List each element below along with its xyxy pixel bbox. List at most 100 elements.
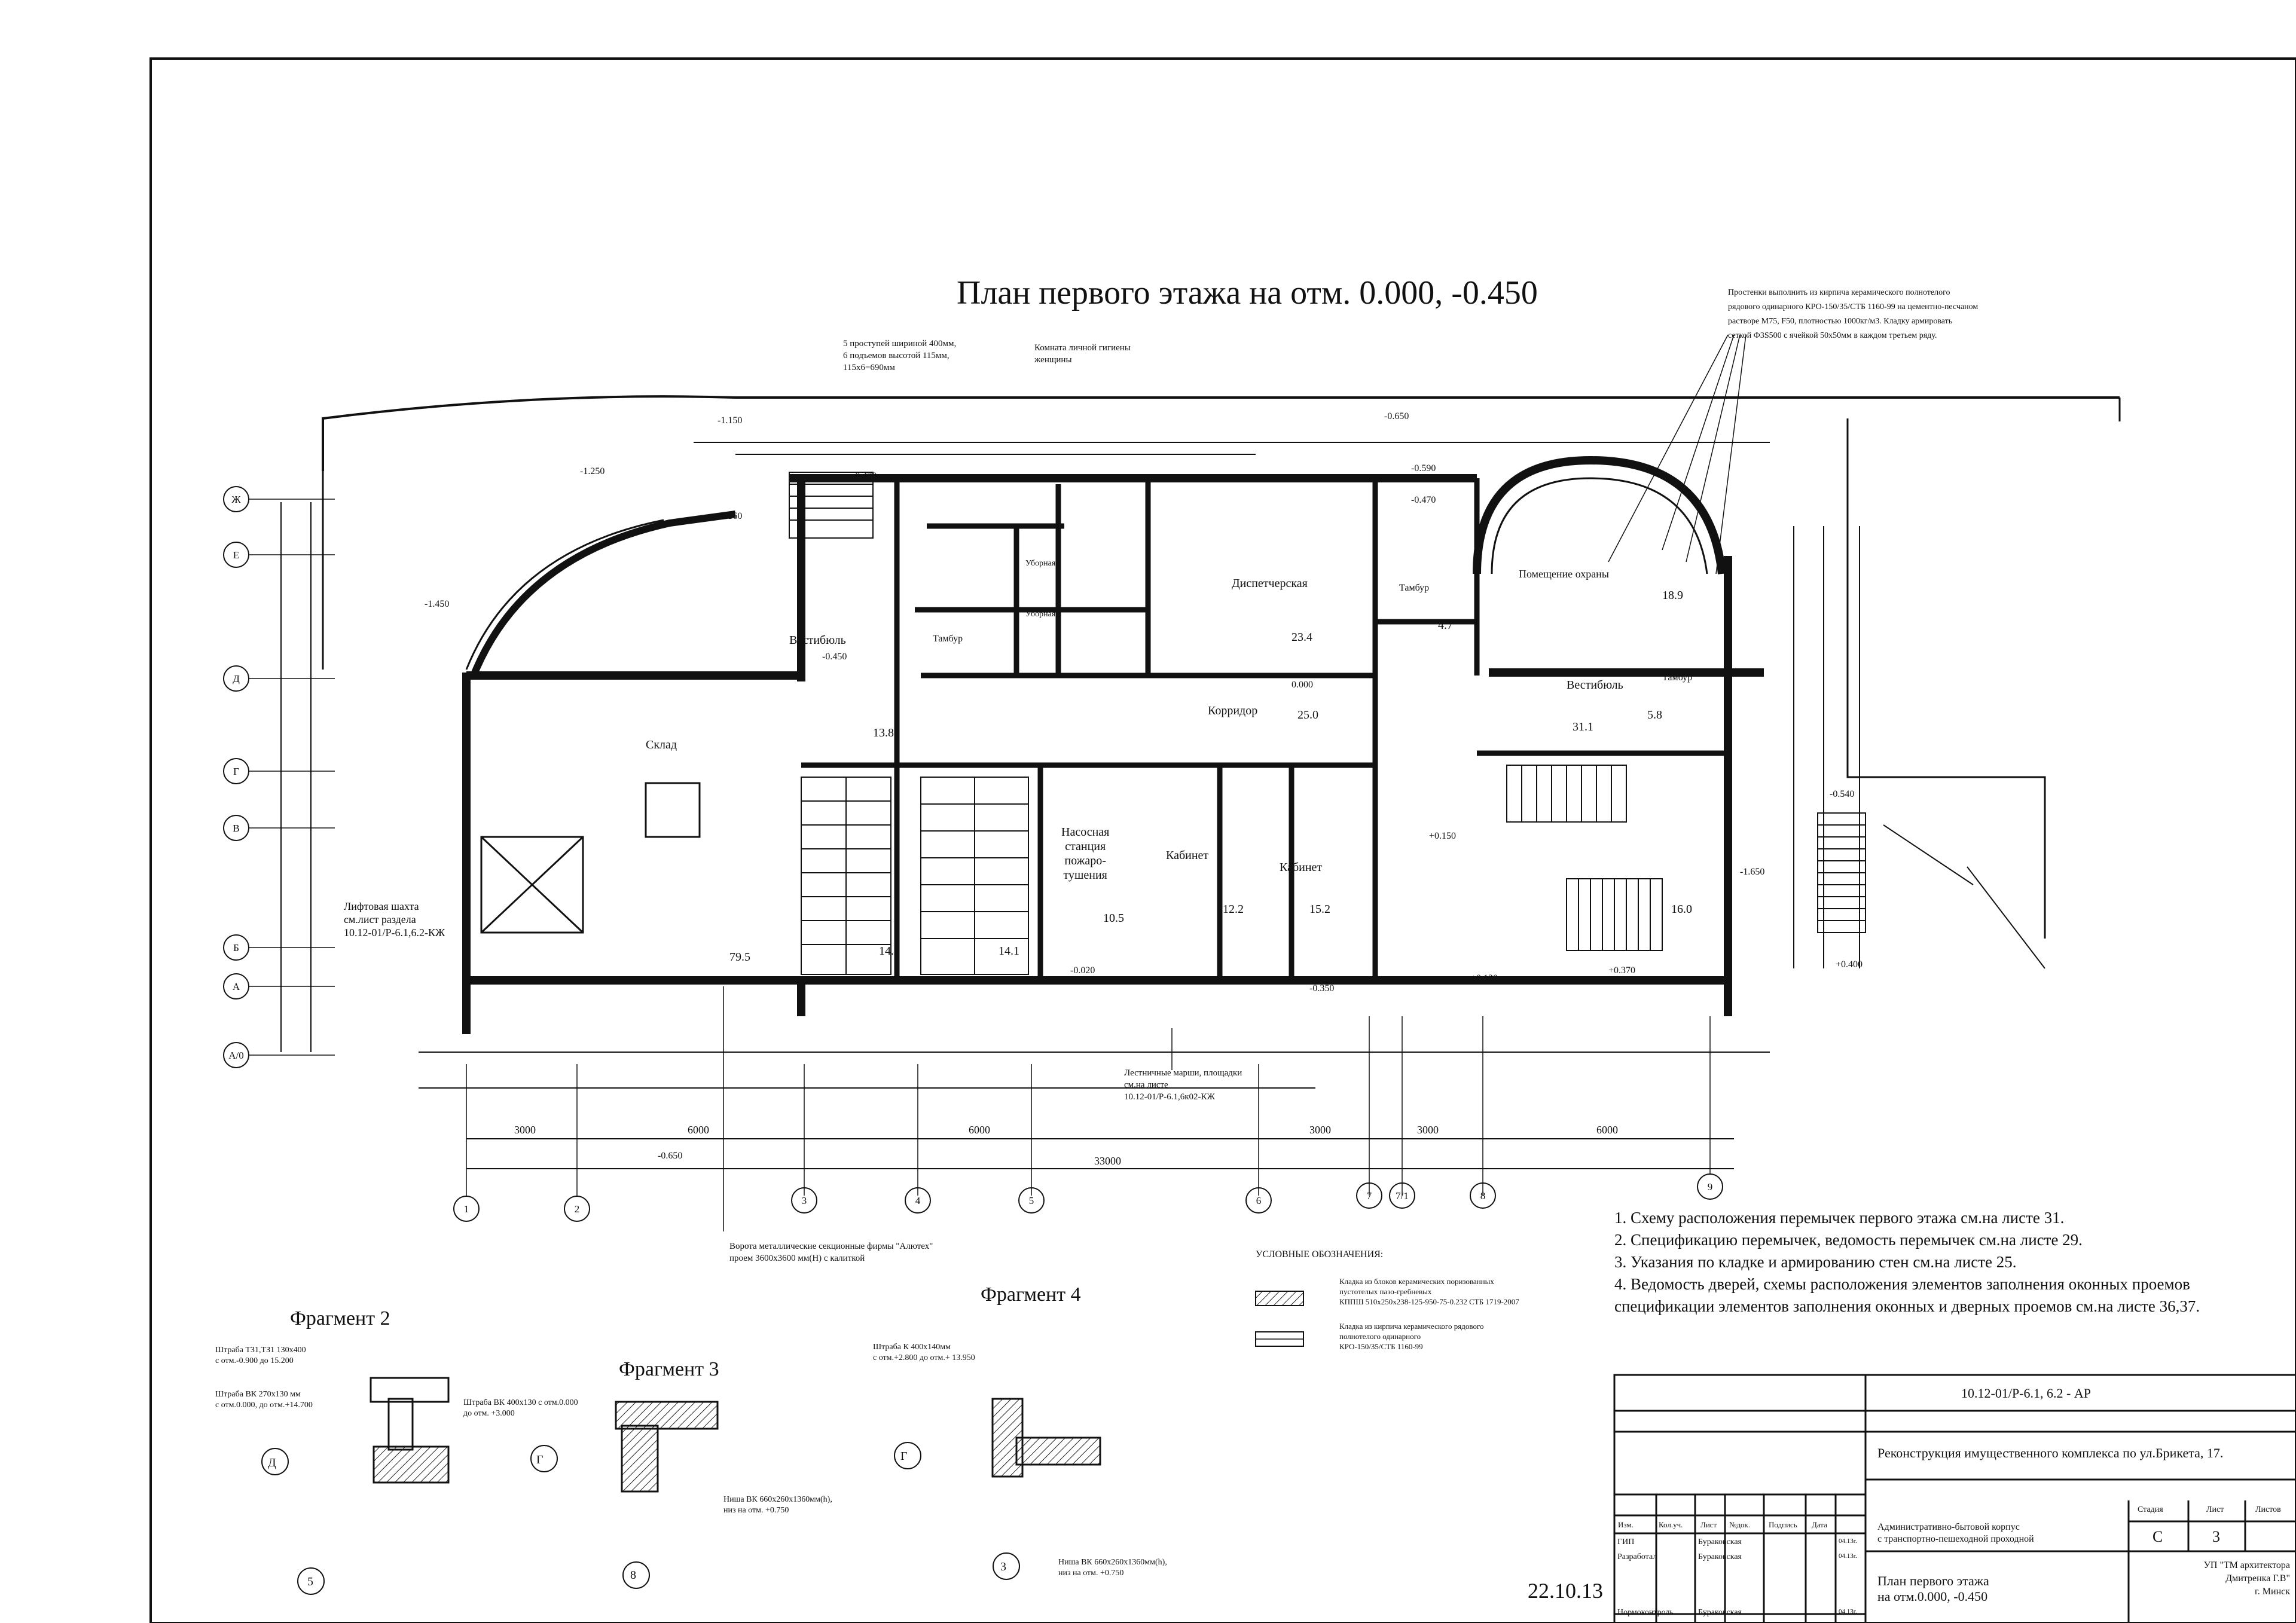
fragment-2-notes: Штраба ТЗ1,ТЗ1 130х400 с отм.-0.900 до 1… [215, 1345, 313, 1411]
fragment-axis-bubble [297, 1567, 325, 1595]
legend-text: Кладка из блоков керамических поризованн… [1339, 1277, 1494, 1286]
room-area: 15.2 [1309, 903, 1330, 916]
callout-line: 115х6=690мм [843, 363, 895, 372]
level-mark: -0.590 [1411, 463, 1436, 473]
tb-col-header: Подпись [1769, 1520, 1797, 1529]
level-mark: -0.470 [1411, 495, 1436, 505]
room-area: 14.1 [999, 945, 1019, 958]
callout-line: см.на листе [1124, 1080, 1168, 1090]
grid-axis-bubble-horizontal: Г [223, 758, 249, 784]
legend-text: полнотелого одинарного [1339, 1332, 1421, 1341]
fragment-note: до отм. +3.000 [463, 1409, 515, 1418]
svg-text:7/1: 7/1 [1396, 1190, 1409, 1202]
tb-date: 04.13г. [1839, 1608, 1857, 1615]
svg-text:Г: Г [233, 766, 239, 777]
dimension-label: 3000 [514, 1124, 536, 1136]
room-tambur-2: Тамбур [1399, 583, 1430, 593]
perimeter-curve [322, 395, 2120, 471]
svg-text:4: 4 [915, 1195, 921, 1206]
callout-line: 6 подъемов высотой 115мм, [843, 351, 949, 360]
outer-walls [462, 474, 1764, 1034]
tb-sheets-header: Листов [2255, 1505, 2281, 1514]
room-wc-1: Уборная [1025, 559, 1056, 568]
tb-col-header: Кол.уч. [1659, 1520, 1683, 1529]
fragment-axis-label: 3 [1000, 1560, 1006, 1573]
title-block-frame [1613, 1374, 2296, 1623]
svg-text:5: 5 [1029, 1195, 1034, 1206]
guard-room-arc [1473, 456, 1726, 574]
fragment-axis-label: Д [268, 1456, 276, 1469]
room-area: 4.7 [1438, 619, 1453, 632]
fragment-note: Штраба ТЗ1,ТЗ1 130х400 [215, 1346, 306, 1355]
fragment-note: Штраба К 400х140мм [873, 1343, 951, 1352]
level-mark: -0.650 [1384, 411, 1409, 421]
level-mark: -1.150 [718, 415, 743, 426]
room-koridor: Корридор [1208, 704, 1258, 717]
tb-project: Реконструкция имущественного комплекса п… [1877, 1445, 2224, 1460]
level-mark: -0.450 [822, 652, 847, 662]
fragment-4-niche: Ниша ВК 660х260х1360мм(h), низ на отм. +… [1058, 1557, 1167, 1579]
fragment-note: Ниша ВК 660х260х1360мм(h), [723, 1495, 832, 1504]
general-note-5: спецификации элементов заполнения оконны… [1614, 1297, 2200, 1315]
tb-stage: С [2152, 1528, 2163, 1545]
stairs [789, 472, 1866, 975]
drawing-date: 22.10.13 [1528, 1579, 1603, 1603]
grid-axis-bubble-horizontal: А/0 [223, 1042, 249, 1068]
grid-axis-bubble-vertical: 5 [1018, 1187, 1045, 1214]
tb-object: Административно-бытовой корпус с транспо… [1877, 1521, 2034, 1545]
grid-axis-bubble-horizontal: Е [223, 542, 249, 568]
svg-text:В: В [233, 823, 239, 834]
svg-text:Б: Б [233, 942, 239, 953]
fragment-3-notes: Штраба ВК 400х130 с отм.0.000 до отм. +3… [463, 1398, 578, 1419]
stairs-ref-callout: Лестничные марши, площадки см.на листе 1… [1124, 1067, 1242, 1103]
general-note-2: 2. Спецификацию перемычек, ведомость пер… [1614, 1231, 2083, 1249]
callout-line: см.лист раздела [344, 913, 416, 925]
level-mark: -1.160 [718, 511, 743, 521]
tb-sheet-header: Лист [2206, 1505, 2224, 1514]
fragment-note: с отм.0.000, до отм.+14.700 [215, 1401, 313, 1410]
room-vestibul-west: Вестибюль [789, 634, 846, 647]
room-area: 14.1 [879, 945, 900, 958]
tb-stage-header: Стадия [2138, 1505, 2163, 1514]
fragment-note: низ на отм. +0.750 [723, 1506, 789, 1515]
general-note-1: 1. Схему расположения перемычек первого … [1614, 1209, 2065, 1227]
grid-axis-bubble-vertical: 1 [453, 1196, 480, 1222]
callout-line: растворе М75, F50, плотностью 1000кг/м3.… [1728, 317, 1953, 326]
fragment-axis-bubble [894, 1442, 921, 1469]
fragment-axis-label: 8 [630, 1569, 636, 1582]
level-mark: -1.450 [425, 599, 450, 609]
legend-heading: УСЛОВНЫЕ ОБОЗНАЧЕНИЯ: [1256, 1249, 1384, 1260]
level-mark: +0.370 [1608, 965, 1636, 976]
level-mark: -1.650 [1740, 867, 1765, 877]
legend-text: КППШ 510х250х238-125-950-75-0.232 СТБ 17… [1339, 1297, 1519, 1306]
room-dispatcher: Диспетчерская [1232, 577, 1308, 590]
room-label-line: тушения [1063, 869, 1107, 882]
grid-axis-bubble-vertical: 6 [1245, 1187, 1272, 1214]
callout-line: проем 3600х3600 мм(Н) с калиткой [729, 1254, 865, 1263]
fragment-axis-bubble [530, 1445, 558, 1472]
callout-line: Простенки выполнить из кирпича керамичес… [1728, 288, 1950, 297]
room-area: 25.0 [1297, 708, 1318, 722]
level-mark: -0.470 [852, 471, 877, 481]
general-note-3: 3. Указания по кладке и армированию стен… [1614, 1253, 2017, 1271]
legend-text: КРО-150/35/СТБ 1160-99 [1339, 1342, 1423, 1351]
grid-axis-bubble-vertical: 3 [791, 1187, 817, 1214]
svg-text:6: 6 [1256, 1195, 1262, 1206]
grid-axis-bubble-horizontal: В [223, 815, 249, 841]
legend-item-brick: Кладка из кирпича керамического рядового… [1339, 1321, 1602, 1352]
tb-object-line: Административно-бытовой корпус [1877, 1522, 2020, 1532]
svg-text:Ж: Ж [231, 494, 241, 505]
masonry-callout: Простенки выполнить из кирпича керамичес… [1728, 286, 1978, 343]
callout-line: сеткой Ф3S500 с ячейкой 50х50мм в каждом… [1728, 331, 1937, 340]
room-area: 31.1 [1573, 720, 1593, 733]
tb-col-header: Изм. [1618, 1520, 1634, 1529]
lift-shaft [480, 782, 701, 934]
grid-axis-bubble-vertical: 7 [1356, 1182, 1382, 1209]
room-kabinet-1: Кабинет [1166, 849, 1209, 862]
grid-axis-bubble-vertical: 2 [564, 1196, 590, 1222]
dimension-label: 6000 [969, 1124, 990, 1136]
fragment-axis-bubble [261, 1448, 289, 1475]
tb-person: Бураковская [1698, 1538, 1742, 1546]
